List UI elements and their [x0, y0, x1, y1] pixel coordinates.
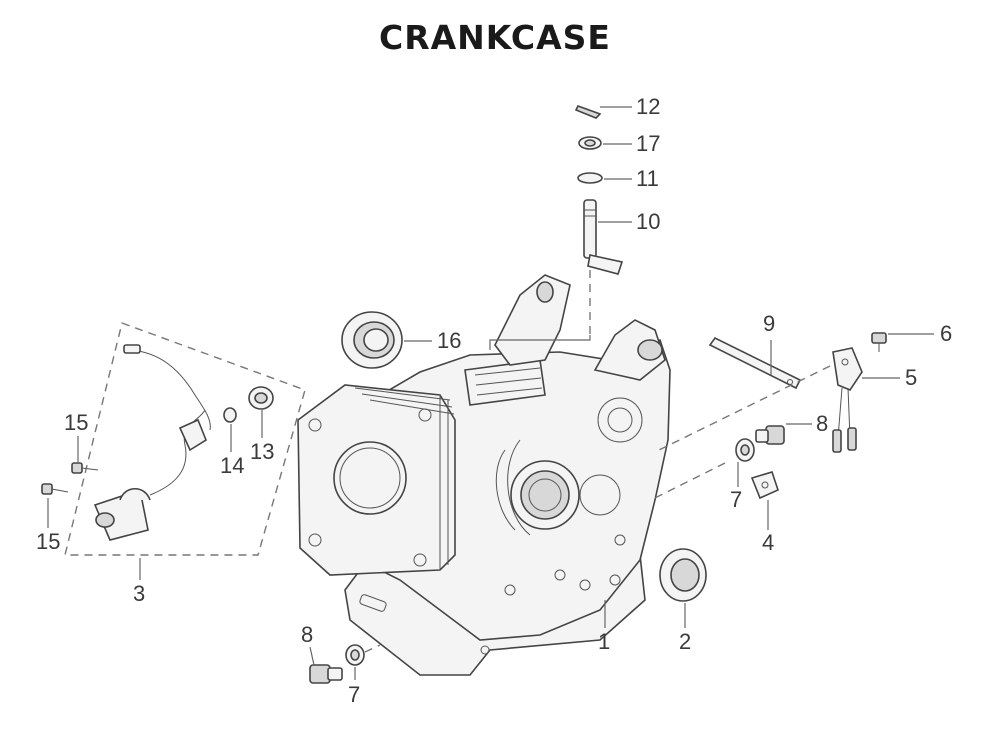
collar-13 [248, 386, 274, 410]
switch-guide-line [654, 365, 831, 453]
callout-7-lower: 7 [348, 682, 361, 707]
washer-7-upper [735, 438, 755, 462]
plug-guide-line [654, 462, 726, 499]
lower-plug-guide-line [364, 644, 381, 653]
crankcase-body [297, 274, 671, 676]
ignition-coil [93, 344, 211, 541]
callout-8-upper: 8 [816, 411, 829, 436]
shaft-guide-line-2 [489, 335, 591, 350]
screw-6 [871, 332, 887, 352]
washer-11 [577, 172, 603, 184]
callout-11: 11 [636, 166, 659, 191]
callout-10: 10 [636, 209, 661, 234]
nut-4 [750, 471, 779, 500]
callout-7-upper: 7 [730, 487, 743, 512]
callout-17: 17 [636, 131, 661, 156]
ignition-coil-group-box [64, 322, 306, 556]
callout-9: 9 [763, 311, 776, 336]
callout-15-upper: 15 [64, 410, 89, 435]
bolt-15-lower [41, 483, 69, 495]
bolt-15-upper [71, 462, 99, 474]
callout-16: 16 [437, 328, 462, 353]
washer-7-lower [345, 644, 365, 666]
callout-12: 12 [636, 94, 661, 119]
diagram-title: CRANKCASE [379, 18, 611, 57]
callout-14: 14 [220, 453, 245, 478]
callout-3: 3 [133, 581, 146, 606]
oil-switch-5 [832, 347, 863, 453]
callout-13: 13 [250, 439, 275, 464]
drain-plug-8-lower [309, 664, 343, 684]
oil-seal-2 [659, 548, 707, 602]
bearing-16 [341, 311, 403, 369]
callout-4: 4 [762, 530, 775, 555]
leader-lines [47, 106, 934, 680]
washer-14 [223, 407, 237, 423]
callout-5: 5 [905, 365, 918, 390]
callout-1: 1 [598, 629, 611, 654]
callout-15-lower: 15 [36, 529, 61, 554]
callout-8-lower: 8 [301, 622, 314, 647]
callout-6: 6 [940, 321, 953, 346]
callout-2: 2 [679, 629, 692, 654]
seal-17 [578, 136, 602, 150]
clip-12 [574, 105, 602, 119]
governor-shaft-10 [583, 199, 624, 275]
strap-9 [708, 336, 802, 390]
drain-plug-8-upper [755, 425, 785, 445]
